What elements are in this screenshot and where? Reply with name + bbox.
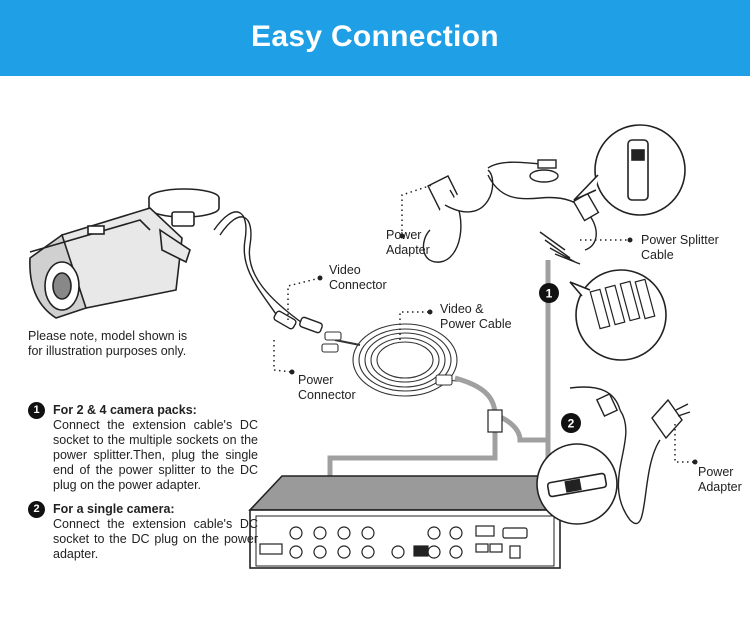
label-power-adapter-right-line1: Power: [698, 465, 734, 479]
label-power-adapter-top-line1: Power: [386, 228, 422, 242]
zoom-bubble-single: [536, 443, 618, 525]
label-video-connector-line1: Video: [329, 263, 361, 277]
label-power-adapter-top-line2: Adapter: [386, 243, 430, 257]
marker-2-label: 2: [568, 417, 575, 431]
power-adapter-top: [422, 169, 494, 263]
step-2-number: 2: [28, 501, 45, 518]
leader-dots: [289, 233, 698, 465]
page-title: Easy Connection: [251, 20, 499, 53]
label-power-connector: Power Connector: [298, 373, 356, 403]
label-video-connector: Video Connector: [329, 263, 387, 293]
label-video-power-cable-line2: Power Cable: [440, 317, 512, 331]
illustration-note-line1: Please note, model shown is: [28, 329, 188, 343]
dvr-recorder: [248, 475, 562, 569]
step-1-title: For 2 & 4 camera packs:: [53, 403, 197, 417]
label-power-splitter-line1: Power Splitter: [641, 233, 719, 247]
label-video-connector-line2: Connector: [329, 278, 387, 292]
marker-1: 1: [539, 283, 559, 303]
label-power-adapter-right-line2: Adapter: [698, 480, 742, 494]
connection-diagram: 1 2: [29, 124, 698, 569]
label-power-connector-line1: Power: [298, 373, 334, 387]
step-2: 2 For a single camera: Connect the exten…: [28, 501, 258, 562]
label-power-adapter-right: Power Adapter: [698, 465, 742, 495]
step-2-title: For a single camera:: [53, 502, 175, 516]
label-power-splitter: Power Splitter Cable: [641, 233, 719, 263]
step-2-body: Connect the extension cable's DC socket …: [53, 517, 258, 561]
video-power-cable-coil: [321, 323, 471, 397]
header-banner: Easy Connection: [0, 0, 750, 76]
step-1-body: Connect the extension cable's DC socket …: [53, 418, 258, 492]
label-video-power-cable: Video & Power Cable: [440, 302, 512, 332]
step-1: 1 For 2 & 4 camera packs: Connect the ex…: [28, 402, 258, 493]
power-adapter-right: [569, 386, 691, 524]
illustration-note-line2: for illustration purposes only.: [28, 344, 187, 358]
step-1-number: 1: [28, 402, 45, 419]
leader-lines: [273, 184, 695, 463]
label-power-connector-line2: Connector: [298, 388, 356, 402]
label-power-splitter-line2: Cable: [641, 248, 674, 262]
marker-2: 2: [561, 413, 581, 433]
marker-1-label: 1: [546, 287, 553, 301]
label-power-adapter-top: Power Adapter: [386, 228, 430, 258]
zoom-bubble-splitter: [569, 269, 667, 361]
zoom-bubble-plug: [573, 124, 686, 216]
illustration-note: Please note, model shown is for illustra…: [28, 329, 187, 359]
camera-pigtail: [213, 211, 323, 334]
bullet-camera: [29, 188, 220, 319]
power-splitter-cable: [487, 159, 600, 265]
inline-connector: [487, 409, 503, 433]
label-video-power-cable-line1: Video &: [440, 302, 484, 316]
